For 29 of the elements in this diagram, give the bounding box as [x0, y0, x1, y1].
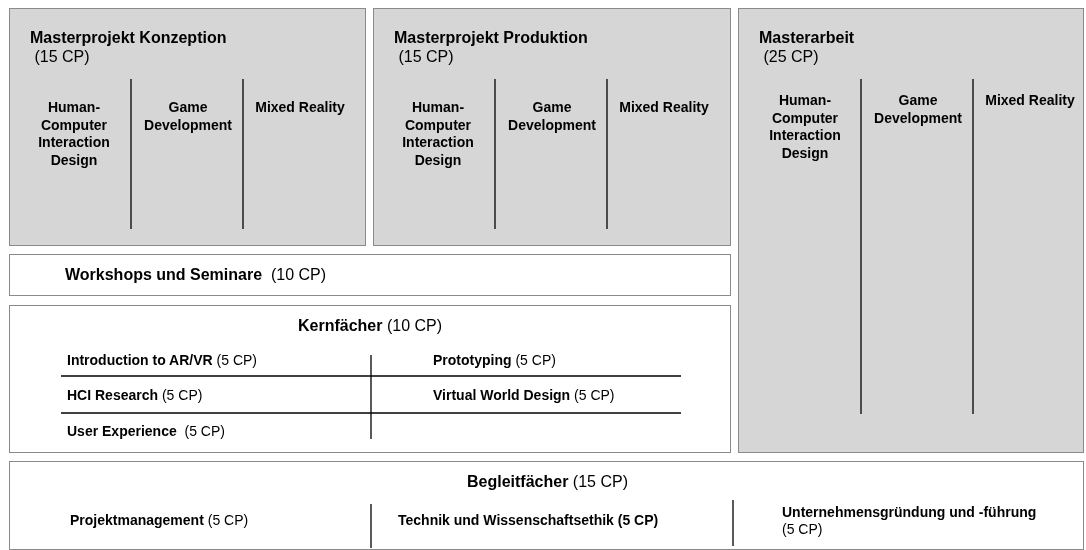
specialization-label: Human-Computer Interaction Design [37, 99, 111, 169]
course-label: User Experience (5 CP) [67, 423, 226, 440]
module-title: Begleitfächer (15 CP) [466, 472, 629, 492]
specialization-label: Mixed Reality [618, 99, 710, 117]
module-panel [738, 8, 1084, 453]
specialization-label: Human-Computer Interaction Design [401, 99, 475, 169]
specialization-label: Mixed Reality [254, 99, 346, 117]
course-label: HCI Research (5 CP) [67, 387, 204, 404]
module-box [9, 254, 731, 296]
module-box [9, 305, 731, 453]
course-label: Projektmanagement (5 CP) [70, 512, 250, 529]
specialization-label: Mixed Reality [984, 92, 1076, 110]
specialization-label: Game Development [873, 92, 963, 127]
module-title: Masterarbeit (25 CP) [759, 28, 856, 67]
course-label: Technik und Wissenschaftsethik (5 CP) [398, 512, 660, 529]
specialization-label: Game Development [143, 99, 233, 134]
module-title: Masterprojekt Konzeption (15 CP) [30, 28, 228, 67]
specialization-label: Human-Computer Interaction Design [768, 92, 842, 162]
module-title: Masterprojekt Produktion (15 CP) [394, 28, 589, 67]
module-title: Kernfächer (10 CP) [296, 316, 444, 336]
course-label: Unternehmensgründung und -führung (5 CP) [782, 504, 1038, 538]
specialization-label: Game Development [507, 99, 597, 134]
module-panel [9, 8, 366, 246]
module-title: Workshops und Seminare (10 CP) [65, 265, 328, 285]
module-panel [373, 8, 731, 246]
module-box [9, 461, 1084, 550]
course-label: Introduction to AR/VR (5 CP) [67, 352, 259, 369]
course-label: Prototyping (5 CP) [433, 352, 557, 369]
course-label: Virtual World Design (5 CP) [433, 387, 616, 404]
